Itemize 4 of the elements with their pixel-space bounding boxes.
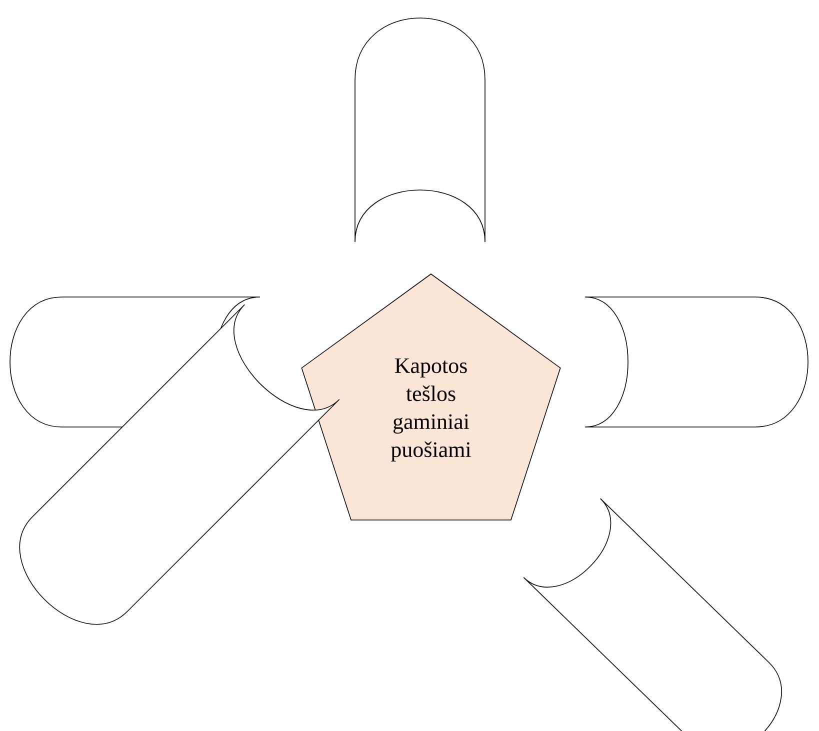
pentagon: Kapotos tešlos gaminiai puošiami [301, 274, 561, 520]
scroll-shape [523, 498, 782, 731]
scroll-shape [354, 18, 486, 242]
scroll-shape [584, 296, 808, 428]
